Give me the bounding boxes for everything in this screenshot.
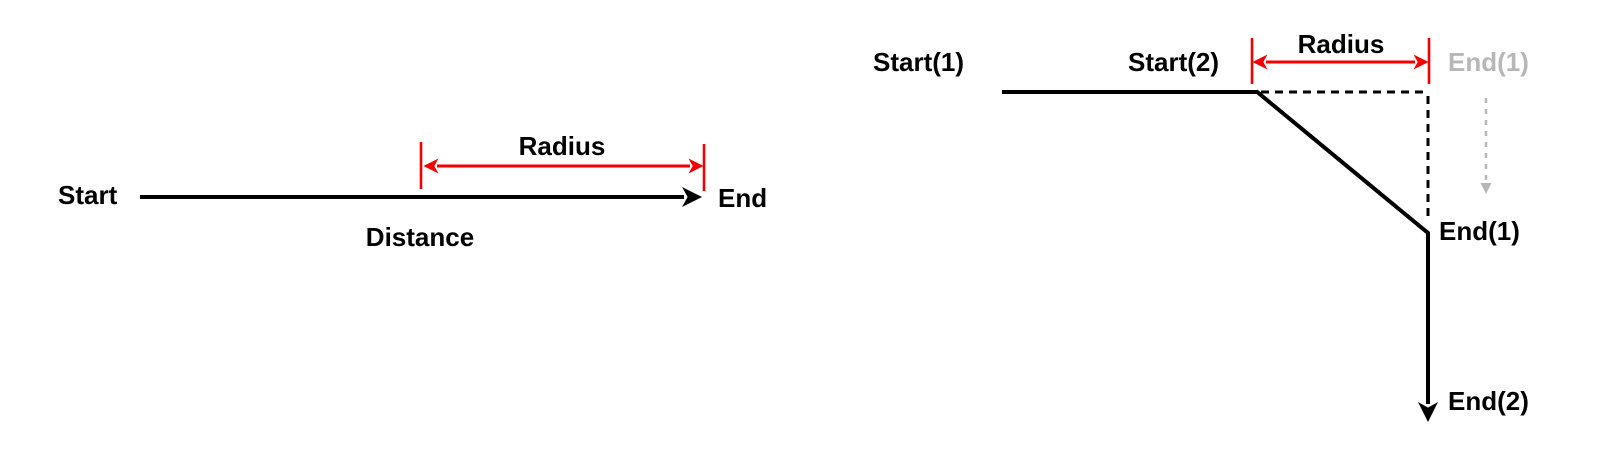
start2-label: Start(2)	[1128, 47, 1220, 77]
distance-label: Distance	[365, 222, 475, 252]
start-label: Start	[58, 180, 118, 210]
radius2-label: Radius	[1297, 29, 1385, 59]
end-label: End	[718, 183, 768, 213]
figure-distance	[140, 142, 706, 207]
end1-ghost-label: End(1)	[1448, 47, 1529, 77]
end2-label: End(2)	[1448, 386, 1529, 416]
path-segment-bend-arrow	[1254, 89, 1438, 422]
figure-bent-path	[1002, 38, 1492, 422]
end1-label: End(1)	[1439, 216, 1520, 246]
radius-label: Radius	[518, 131, 606, 161]
start1-label: Start(1)	[873, 47, 965, 77]
